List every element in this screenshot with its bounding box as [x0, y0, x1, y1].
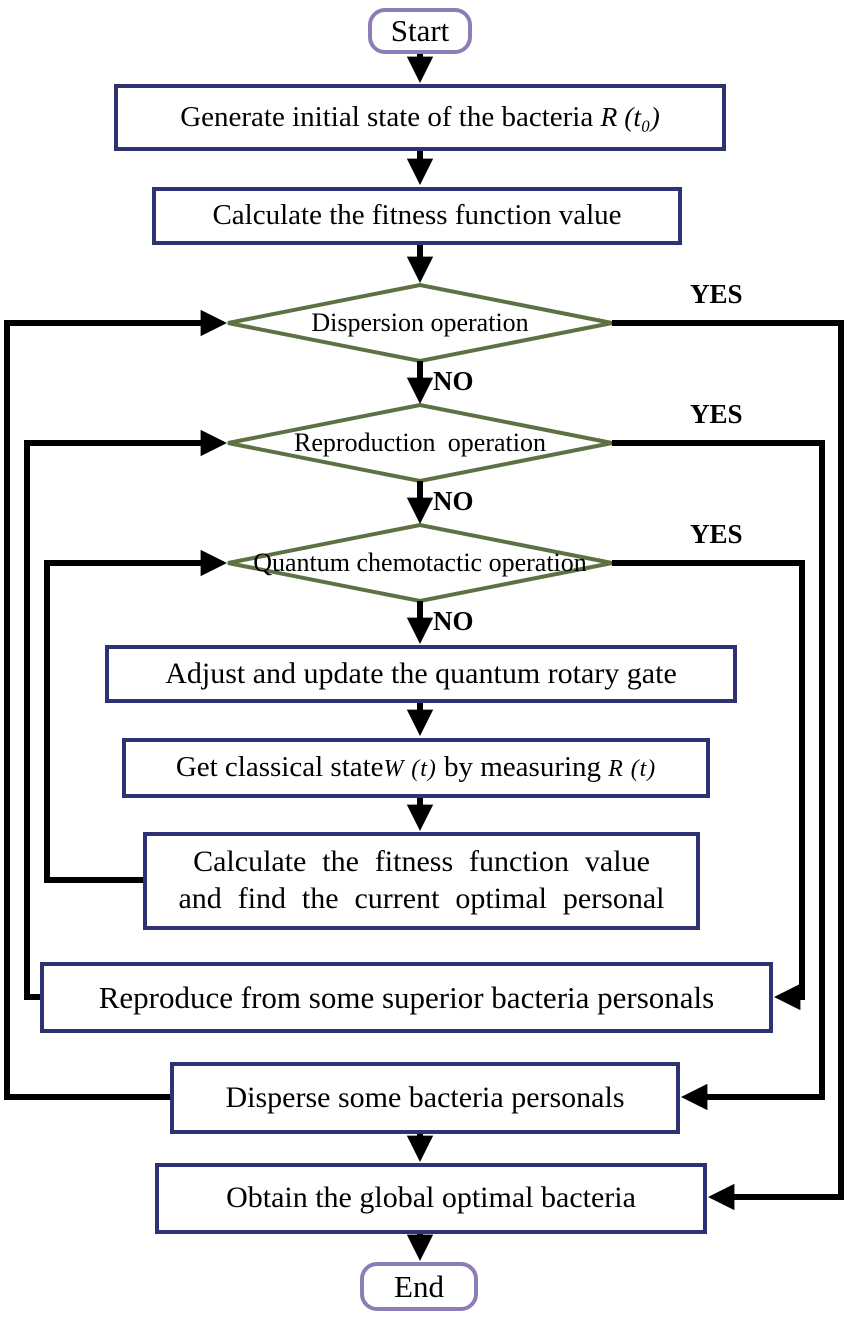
loop-disperse-to-dispersion — [4, 309, 227, 1100]
start-terminator: Start — [368, 8, 472, 54]
process-get-state-label: Get classical stateW (t) by measuring R … — [175, 751, 657, 784]
process-calculate-fitness: Calculate the fitness function value — [152, 187, 682, 245]
process-adjust-label: Adjust and update the quantum rotary gat… — [165, 656, 677, 690]
no-label-dispersion: NO — [433, 366, 474, 396]
end-label: End — [394, 1268, 444, 1304]
process-disperse-label: Disperse some bacteria personals — [225, 1080, 625, 1114]
yes-label-reproduction: YES — [690, 399, 743, 429]
end-terminator: End — [360, 1262, 478, 1311]
yes-branch-chemotactic — [612, 560, 805, 1011]
process-obtain-global: Obtain the global optimal bacteria — [155, 1163, 707, 1234]
yes-branch-reproduction — [612, 440, 825, 1111]
yes-label-chemotactic: YES — [690, 519, 743, 549]
decision-dispersion-label: Dispersion operation — [311, 308, 529, 337]
process-reproduce-superior: Reproduce from some superior bacteria pe… — [40, 962, 773, 1033]
decision-chemotactic-label: Quantum chemotactic operation — [253, 548, 587, 577]
process-generate-label: Generate initial state of the bacteria R… — [180, 100, 660, 133]
loop-calcfind-to-chemotactic — [44, 549, 227, 883]
process-get-classical-state: Get classical stateW (t) by measuring R … — [122, 738, 710, 798]
start-label: Start — [390, 13, 450, 49]
process-adjust-rotary-gate: Adjust and update the quantum rotary gat… — [105, 645, 737, 703]
yes-label-dispersion: YES — [690, 279, 743, 309]
loop-reproduce-to-reproduction — [24, 429, 227, 1000]
yes-branch-dispersion — [612, 320, 844, 1211]
process-obtain-label: Obtain the global optimal bacteria — [226, 1181, 636, 1215]
process-generate-initial-state: Generate initial state of the bacteria R… — [114, 84, 726, 151]
process-reproduce-label: Reproduce from some superior bacteria pe… — [98, 979, 715, 1015]
no-label-reproduction: NO — [433, 486, 474, 516]
process-disperse: Disperse some bacteria personals — [170, 1062, 680, 1134]
process-calc-find-label: Calculate the fitness function value and… — [178, 845, 665, 915]
process-calculate-fitness-label: Calculate the fitness function value — [212, 199, 622, 232]
decision-reproduction-label: Reproduction operation — [294, 428, 546, 457]
no-label-chemotactic: NO — [433, 606, 474, 636]
process-calc-find-optimal: Calculate the fitness function value and… — [143, 832, 700, 930]
